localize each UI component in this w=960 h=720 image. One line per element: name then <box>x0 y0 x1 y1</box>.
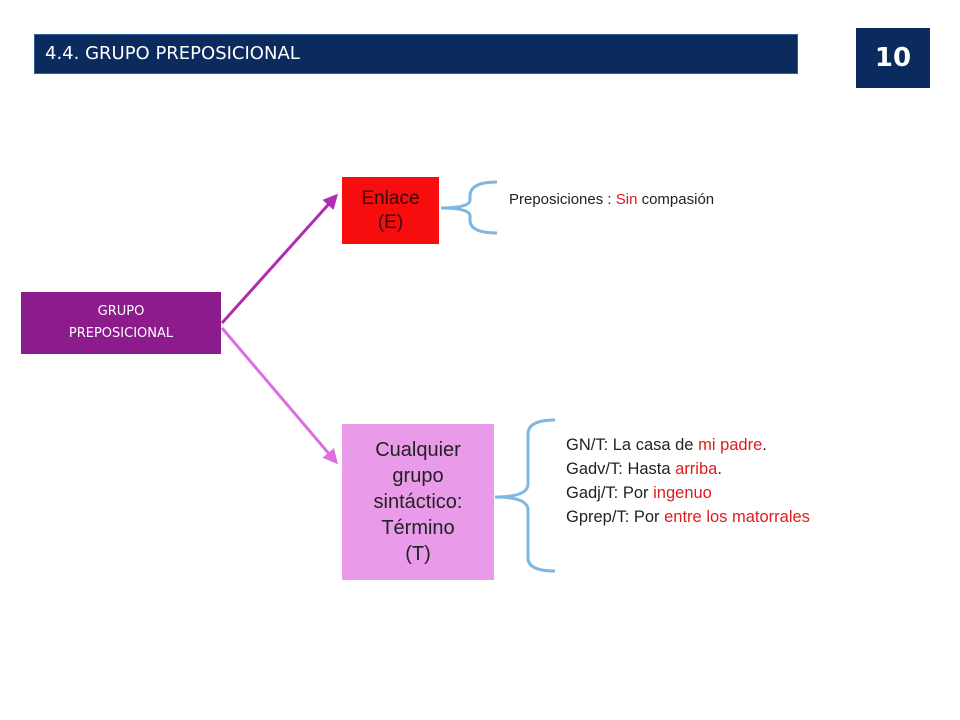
example-highlight: ingenuo <box>653 484 712 502</box>
termino-box: Cualquier grupo sintáctico: Término (T) <box>342 424 494 580</box>
example-label: Gprep/T: Por <box>566 508 665 526</box>
enlace-box: Enlace (E) <box>342 177 439 244</box>
page-number: 10 <box>874 43 912 73</box>
slide-title: 4.4. GRUPO PREPOSICIONAL <box>45 43 300 64</box>
enlace-example-rest: compasión <box>637 191 715 208</box>
example-highlight: entre los matorrales <box>664 508 810 526</box>
enlace-label-line2: (E) <box>377 211 404 233</box>
termino-example-gn: GN/T: La casa de mi padre. <box>566 433 810 457</box>
enlace-example-highlight: Sin <box>615 191 638 208</box>
example-highlight: arriba <box>675 460 718 478</box>
page-number-badge: 10 <box>856 28 930 88</box>
enlace-example-label: Preposiciones : <box>509 191 616 208</box>
arrow-to-enlace <box>220 193 339 325</box>
termino-label-line5: (T) <box>405 543 431 565</box>
grupo-preposicional-box: GRUPO PREPOSICIONAL <box>21 292 221 354</box>
example-rest: . <box>717 460 722 478</box>
termino-example-gadv: Gadv/T: Hasta arriba. <box>566 457 810 481</box>
termino-label-line3: sintáctico: <box>373 491 463 513</box>
example-label: Gadj/T: Por <box>566 484 654 502</box>
enlace-example: Preposiciones : Sin compasión <box>509 191 714 208</box>
example-label: GN/T: La casa de <box>566 436 699 454</box>
example-highlight: mi padre <box>698 436 763 454</box>
termino-examples-list: GN/T: La casa de mi padre. Gadv/T: Hasta… <box>566 433 810 529</box>
slide-title-bar: 4.4. GRUPO PREPOSICIONAL <box>34 34 798 74</box>
termino-label-line2: grupo <box>392 465 444 487</box>
example-label: Gadv/T: Hasta <box>566 460 676 478</box>
termino-example-gadj: Gadj/T: Por ingenuo <box>566 481 810 505</box>
example-rest: . <box>762 436 767 454</box>
enlace-label-line1: Enlace <box>361 187 420 209</box>
termino-bracket <box>494 418 556 573</box>
termino-label-line4: Término <box>381 517 455 539</box>
termino-label-line1: Cualquier <box>375 439 461 461</box>
root-label-line1: GRUPO <box>97 304 145 319</box>
enlace-bracket <box>440 180 498 235</box>
arrow-to-termino <box>220 327 338 465</box>
root-label-line2: PREPOSICIONAL <box>68 326 174 341</box>
termino-example-gprep: Gprep/T: Por entre los matorrales <box>566 505 810 529</box>
